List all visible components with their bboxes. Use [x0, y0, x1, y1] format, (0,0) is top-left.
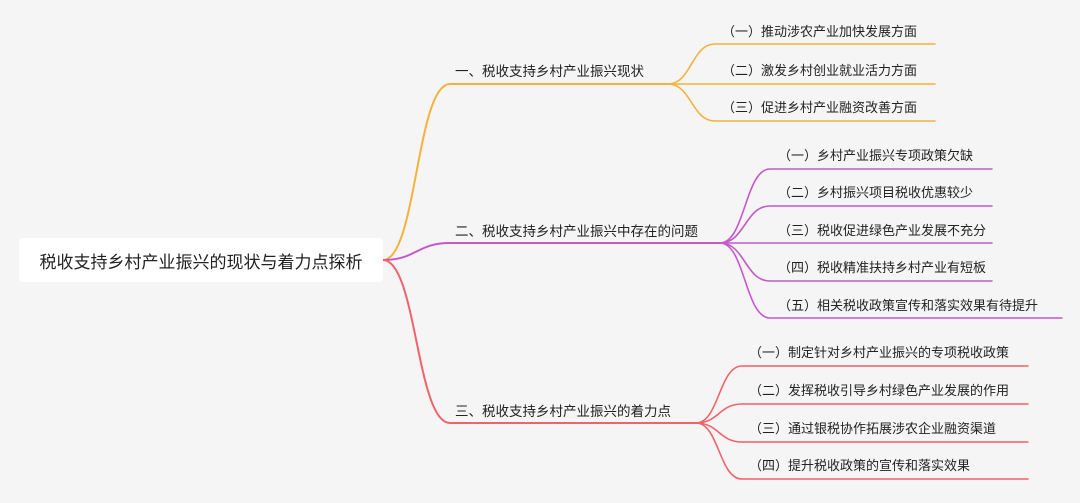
branch-2-child-5-edge	[719, 242, 1063, 319]
branch-2-child-4[interactable]: （四）税收精准扶持乡村产业有短板	[778, 261, 987, 276]
branch-1-child-1-edge	[667, 43, 936, 85]
branch-2-child-3[interactable]: （三）税收促进绿色产业发展不充分	[778, 224, 987, 239]
branch-2-edge	[382, 242, 721, 261]
branch-3-child-4[interactable]: （四）提升税收政策的宣传和落实效果	[749, 459, 971, 474]
branch-1-edge	[382, 83, 669, 261]
branch-3-label[interactable]: 三、税收支持乡村产业振兴的着力点	[455, 404, 671, 420]
branch-3-child-3[interactable]: （三）通过银税协作拓展涉农企业融资渠道	[749, 422, 997, 437]
branch-2-child-5[interactable]: （五）相关税收政策宣传和落实效果有待提升	[778, 299, 1039, 314]
branch-2-child-2[interactable]: （二）乡村振兴项目税收优惠较少	[778, 186, 974, 201]
branch-3-child-1[interactable]: （一）制定针对乡村产业振兴的专项税收政策	[749, 346, 1010, 361]
branch-2-label[interactable]: 二、税收支持乡村产业振兴中存在的问题	[455, 224, 698, 240]
branch-3-edge	[382, 259, 697, 424]
branch-3-child-2-edge	[695, 403, 1029, 424]
root-title: 税收支持乡村产业振兴的现状与着力点探析	[39, 252, 363, 273]
branch-2-child-1[interactable]: （一）乡村产业振兴专项政策欠缺	[778, 149, 974, 164]
branch-2-child-1-edge	[719, 168, 993, 244]
branch-2-child-4-edge	[719, 242, 993, 282]
branch-1-label[interactable]: 一、税收支持乡村产业振兴现状	[455, 64, 644, 80]
branch-3-child-2[interactable]: （二）发挥税收引导乡村绿色产业发展的作用	[749, 384, 1010, 399]
branch-2-child-2-edge	[719, 205, 993, 244]
root-node[interactable]: 税收支持乡村产业振兴的现状与着力点探析	[19, 238, 383, 282]
branch-1-child-2[interactable]: （二）激发乡村创业就业活力方面	[722, 64, 918, 79]
branch-1-child-3[interactable]: （三）促进乡村产业融资改善方面	[722, 101, 918, 116]
branch-3-child-1-edge	[695, 365, 1029, 424]
branch-1-child-3-edge	[667, 83, 936, 122]
branch-3-child-4-edge	[695, 422, 1029, 480]
branch-1-child-1[interactable]: （一）推动涉农产业加快发展方面	[722, 25, 918, 40]
branch-3-child-3-edge	[695, 422, 1029, 443]
